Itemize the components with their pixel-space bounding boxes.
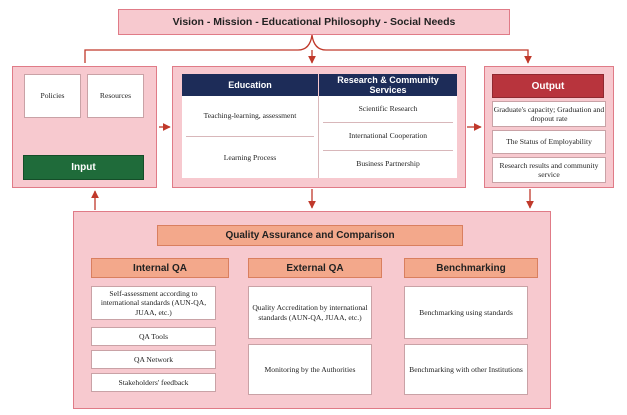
research-divider [323, 150, 453, 151]
policies-box: Policies [24, 74, 81, 118]
benchmarking-item: Benchmarking with other Institutions [404, 344, 528, 395]
resources-box: Resources [87, 74, 144, 118]
output-item: The Status of Employability [492, 130, 606, 154]
top-banner: Vision - Mission - Educational Philosoph… [118, 9, 510, 35]
education-item: Learning Process [184, 142, 316, 174]
benchmarking-header: Benchmarking [404, 258, 538, 278]
research-item: Scientific Research [321, 98, 455, 120]
external-qa-item: Monitoring by the Authorities [248, 344, 372, 395]
output-label: Output [492, 74, 604, 98]
research-divider [323, 122, 453, 123]
internal-qa-header: Internal QA [91, 258, 229, 278]
education-item: Teaching-learning, assessment [184, 100, 316, 132]
benchmarking-item: Benchmarking using standards [404, 286, 528, 339]
column-divider [318, 96, 319, 178]
research-item: Business Partnership [321, 152, 455, 176]
external-qa-header: External QA [248, 258, 382, 278]
output-item: Research results and community service [492, 157, 606, 183]
brace-connector [84, 34, 532, 64]
education-divider [186, 136, 314, 137]
qa-title: Quality Assurance and Comparison [157, 225, 463, 246]
research-header: Research & Community Services [319, 74, 457, 96]
internal-qa-item: Self-assessment according to internation… [91, 286, 216, 320]
output-item: Graduate's capacity; Graduation and drop… [492, 101, 606, 127]
internal-qa-item: Stakeholders' feedback [91, 373, 216, 392]
internal-qa-item: QA Network [91, 350, 216, 369]
education-header: Education [182, 74, 318, 96]
internal-qa-item: QA Tools [91, 327, 216, 346]
input-label: Input [23, 155, 144, 180]
external-qa-item: Quality Accreditation by international s… [248, 286, 372, 339]
research-item: International Cooperation [321, 124, 455, 148]
